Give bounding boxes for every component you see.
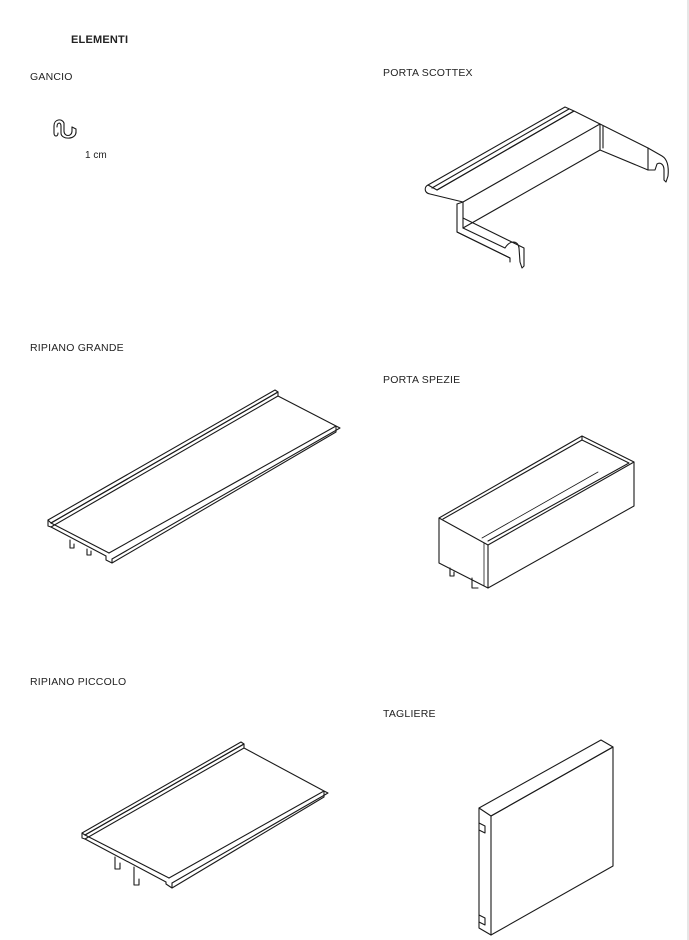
- gancio-drawing: [53, 119, 77, 139]
- label-porta-scottex: PORTA SCOTTEX: [383, 67, 473, 79]
- label-ripiano-grande: RIPIANO GRANDE: [30, 342, 124, 354]
- section-title: ELEMENTI: [71, 34, 129, 46]
- label-ripiano-piccolo: RIPIANO PICCOLO: [30, 676, 127, 688]
- label-gancio: GANCIO: [30, 71, 73, 83]
- page-edge: [687, 0, 689, 940]
- porta-spezie-drawing: [438, 435, 635, 589]
- gancio-size-note: 1 cm: [85, 150, 107, 161]
- ripiano-grande-drawing: [47, 389, 341, 564]
- label-tagliere: TAGLIERE: [383, 708, 436, 720]
- tagliere-drawing: [478, 739, 614, 936]
- porta-scottex-drawing: [424, 106, 669, 269]
- label-porta-spezie: PORTA SPEZIE: [383, 374, 461, 386]
- ripiano-piccolo-drawing: [81, 741, 329, 889]
